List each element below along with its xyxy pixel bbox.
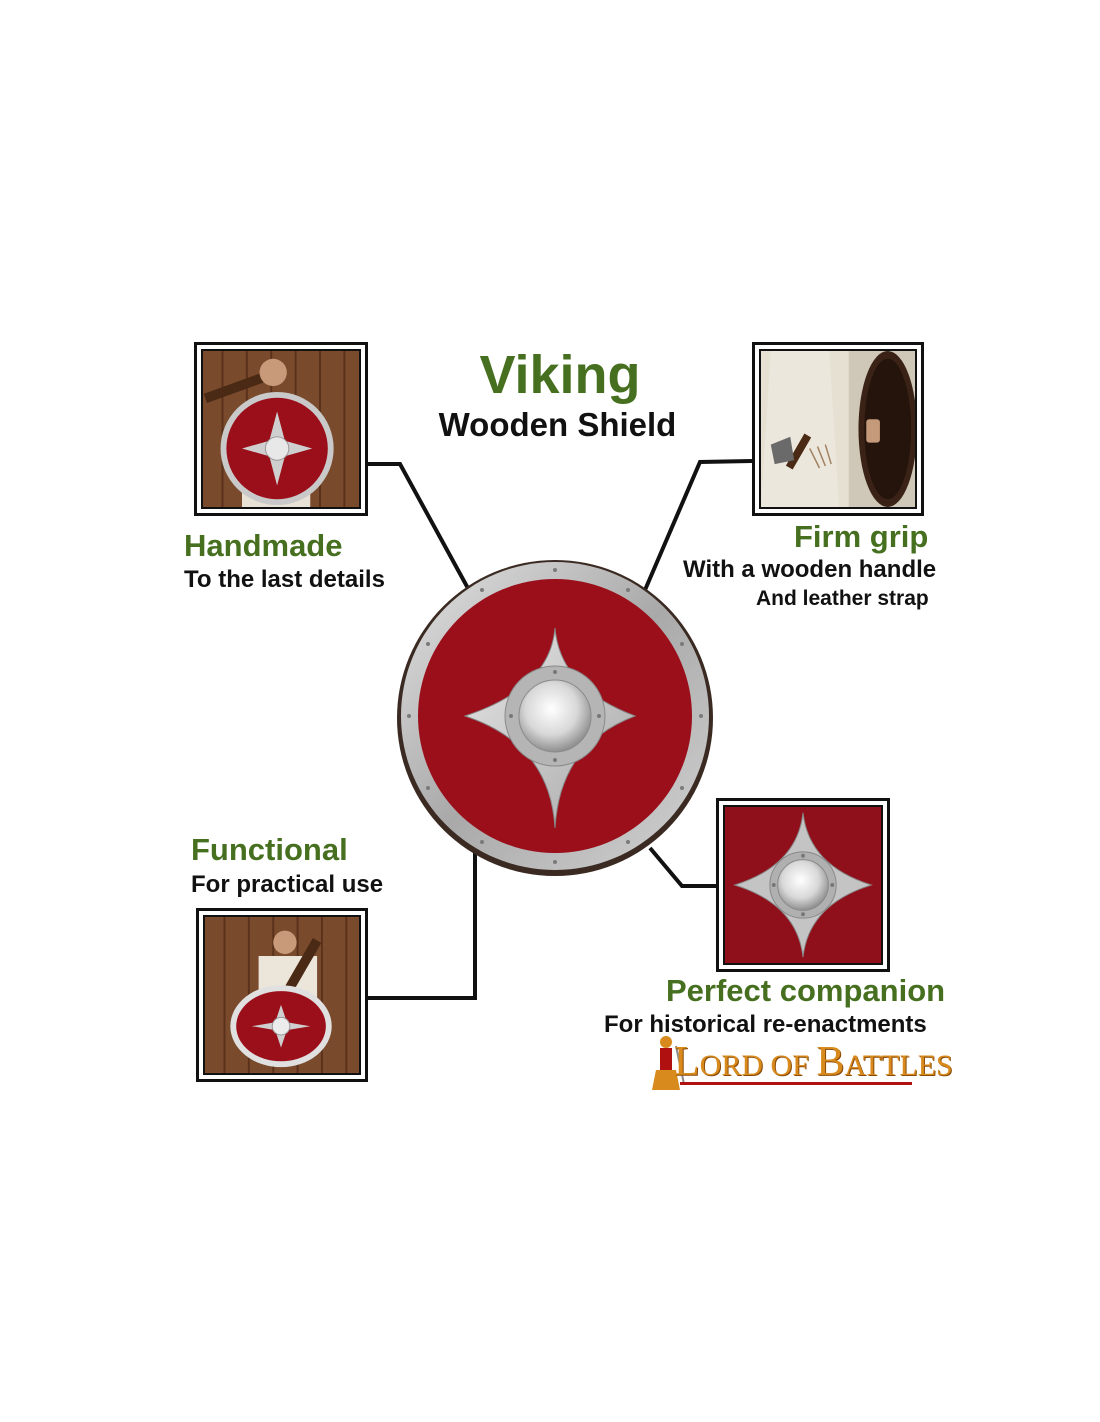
handmade-heading: Handmade [184, 528, 343, 563]
firm-grip-heading: Firm grip [794, 519, 929, 554]
logo-underline [680, 1082, 912, 1085]
functional-heading: Functional [191, 832, 348, 867]
companion-heading: Perfect companion [666, 973, 946, 1008]
firm-grip-text: With a wooden handle [683, 556, 937, 583]
companion-photo [716, 798, 890, 972]
functional-photo [196, 908, 368, 1082]
firm-grip-text-2: And leather strap [756, 587, 929, 610]
functional-text: For practical use [191, 871, 384, 898]
main-shield-image [397, 560, 713, 876]
knight-icon [652, 1036, 685, 1090]
handmade-photo [194, 342, 368, 516]
page-title: Viking [479, 345, 641, 405]
handmade-text: To the last details [184, 566, 385, 593]
page-subtitle: Wooden Shield [438, 406, 677, 443]
firm-grip-photo [752, 342, 924, 516]
logo-text: LORD OF BATTLES [674, 1039, 953, 1085]
companion-text: For historical re-enactments [604, 1011, 927, 1038]
lord-of-battles-logo: LORD OF BATTLES [640, 1032, 953, 1094]
